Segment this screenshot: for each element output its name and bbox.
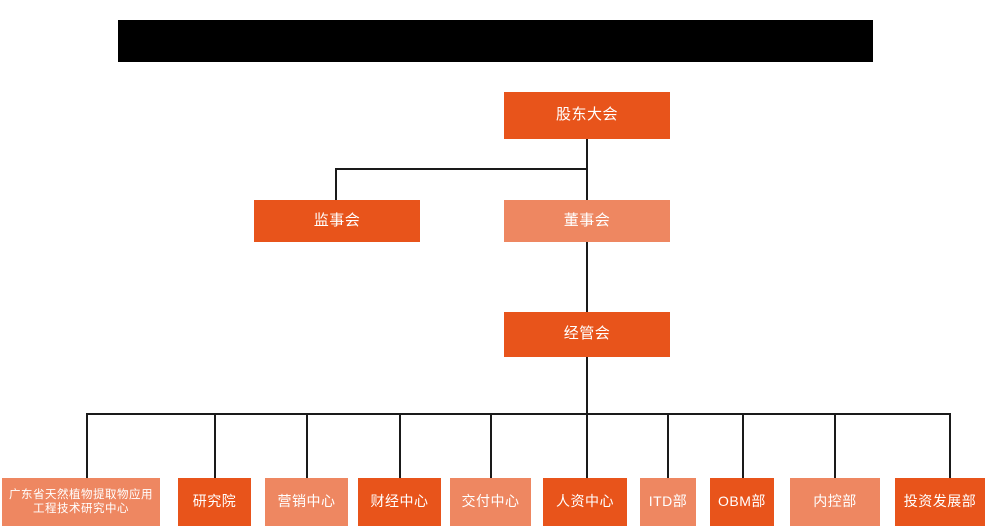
node-board[interactable]: 董事会 — [504, 200, 670, 242]
connector-to-marketing-center — [306, 413, 308, 478]
connector-to-delivery-center — [490, 413, 492, 478]
connector-shareholders-stem — [586, 139, 588, 170]
node-finance-center[interactable]: 财经中心 — [358, 478, 441, 526]
connector-management-stem — [586, 357, 588, 415]
connector-level4-bus — [86, 413, 951, 415]
node-internal-control-dept[interactable]: 内控部 — [790, 478, 880, 526]
redacted-title-bar — [118, 20, 873, 62]
connector-level1-bus — [335, 168, 588, 170]
connector-to-institute — [214, 413, 216, 478]
connector-to-itd-dept — [667, 413, 669, 478]
connector-to-investment-development-dept — [949, 413, 951, 478]
connector-to-obm-dept — [742, 413, 744, 478]
connector-board-to-management — [586, 242, 588, 312]
node-marketing-center[interactable]: 营销中心 — [265, 478, 348, 526]
node-hr-center[interactable]: 人资中心 — [543, 478, 627, 526]
node-delivery-center[interactable]: 交付中心 — [450, 478, 531, 526]
node-research-center[interactable]: 广东省天然植物提取物应用工程技术研究中心 — [2, 478, 160, 526]
node-institute[interactable]: 研究院 — [178, 478, 251, 526]
connector-to-research-center — [86, 413, 88, 478]
node-management[interactable]: 经管会 — [504, 312, 670, 357]
connector-to-internal-control-dept — [834, 413, 836, 478]
connector-to-hr-center — [586, 413, 588, 478]
connector-to-finance-center — [399, 413, 401, 478]
node-shareholders[interactable]: 股东大会 — [504, 92, 670, 139]
node-investment-development-dept[interactable]: 投资发展部 — [895, 478, 985, 526]
connector-to-supervisors — [335, 168, 337, 200]
node-obm-dept[interactable]: OBM部 — [710, 478, 774, 526]
node-itd-dept[interactable]: ITD部 — [640, 478, 696, 526]
connector-to-board — [586, 168, 588, 200]
node-supervisors[interactable]: 监事会 — [254, 200, 420, 242]
